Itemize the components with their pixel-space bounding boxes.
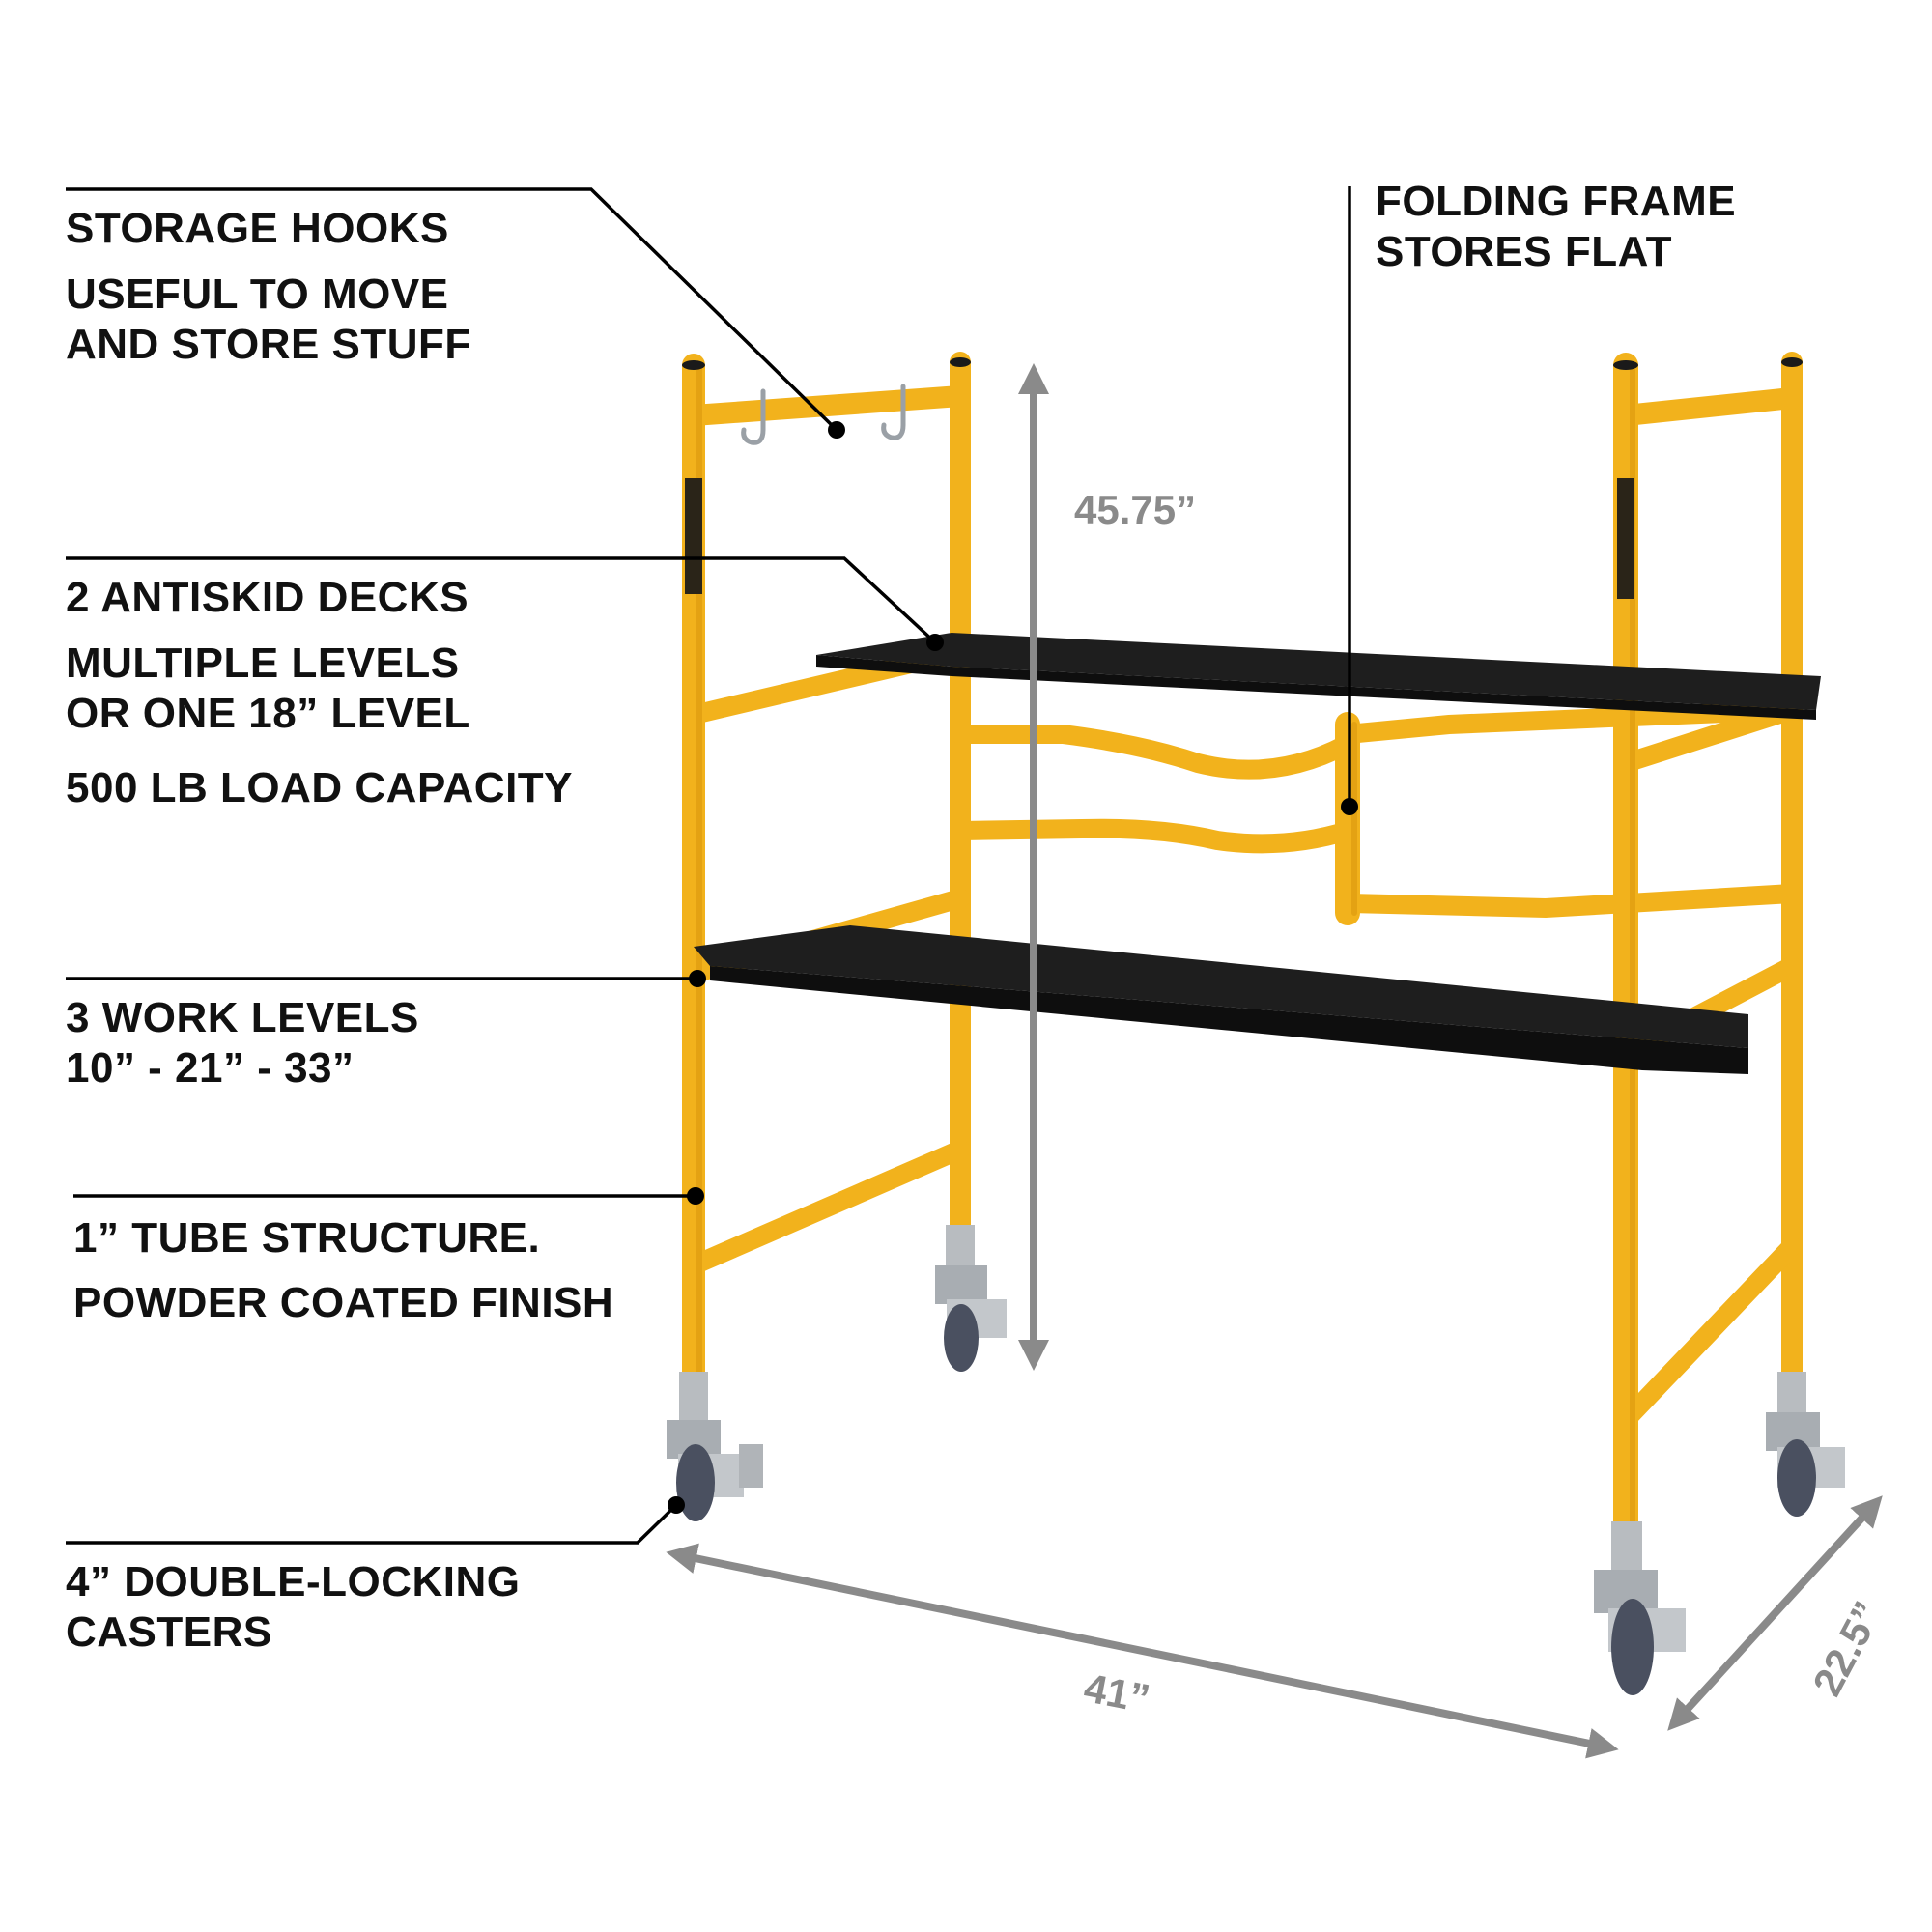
callout-folding-frame: FOLDING FRAME STORES FLAT [1376, 177, 1736, 277]
callout-work-levels-line1: 3 WORK LEVELS [66, 994, 419, 1041]
callout-folding-frame-line1: FOLDING FRAME [1376, 178, 1737, 225]
caster-back-left [935, 1225, 1007, 1372]
callout-casters-line2: CASTERS [66, 1608, 272, 1656]
callout-tube: 1” TUBE STRUCTURE. [73, 1213, 540, 1264]
depth-dimension-label: 22.5” [1804, 1594, 1890, 1703]
callout-decks: 2 ANTISKID DECKS [66, 573, 469, 623]
caster-front-left [667, 1372, 763, 1521]
caster-back-right [1766, 1372, 1845, 1517]
callout-folding-frame-line2: STORES FLAT [1376, 228, 1672, 275]
lower-deck [694, 925, 1748, 1074]
callout-decks-title: 2 ANTISKID DECKS [66, 574, 469, 621]
callout-storage-hooks-line1: USEFUL TO MOVE [66, 270, 449, 318]
callout-tube-line1: 1” TUBE STRUCTURE. [73, 1214, 541, 1262]
callout-tube-finish: POWDER COATED FINISH [73, 1278, 613, 1328]
brand-label [685, 478, 1634, 599]
callout-tube-line2: POWDER COATED FINISH [73, 1279, 614, 1326]
dimension-arrows [666, 363, 1883, 1759]
callout-decks-line1: MULTIPLE LEVELS [66, 639, 460, 687]
callout-decks-levels: MULTIPLE LEVELS OR ONE 18” LEVEL [66, 639, 470, 739]
caster-front-right [1594, 1521, 1686, 1695]
callout-storage-hooks-line2: AND STORE STUFF [66, 321, 471, 368]
callout-storage-hooks-title: STORAGE HOOKS [66, 205, 449, 252]
callout-storage-hooks: STORAGE HOOKS [66, 204, 449, 254]
callout-work-levels-line2: 10” - 21” - 33” [66, 1044, 355, 1092]
tube-caps [682, 357, 1803, 370]
callout-storage-hooks-detail: USEFUL TO MOVE AND STORE STUFF [66, 270, 471, 370]
leader-dots [668, 421, 1358, 1514]
callout-decks-line3: 500 LB LOAD CAPACITY [66, 764, 574, 811]
width-arrow [666, 1543, 1619, 1759]
depth-arrow [1667, 1495, 1883, 1731]
callout-casters: 4” DOUBLE-LOCKING CASTERS [66, 1557, 521, 1658]
callout-decks-line2: OR ONE 18” LEVEL [66, 690, 470, 737]
leader-lines [66, 186, 1351, 1545]
width-dimension-label: 41” [1081, 1664, 1153, 1721]
callout-casters-line1: 4” DOUBLE-LOCKING [66, 1558, 521, 1605]
height-dimension-label: 45.75” [1074, 487, 1196, 532]
upper-deck [816, 633, 1821, 720]
storage-hooks [741, 384, 906, 445]
callout-work-levels: 3 WORK LEVELS 10” - 21” - 33” [66, 993, 419, 1094]
callout-decks-capacity: 500 LB LOAD CAPACITY [66, 763, 573, 813]
